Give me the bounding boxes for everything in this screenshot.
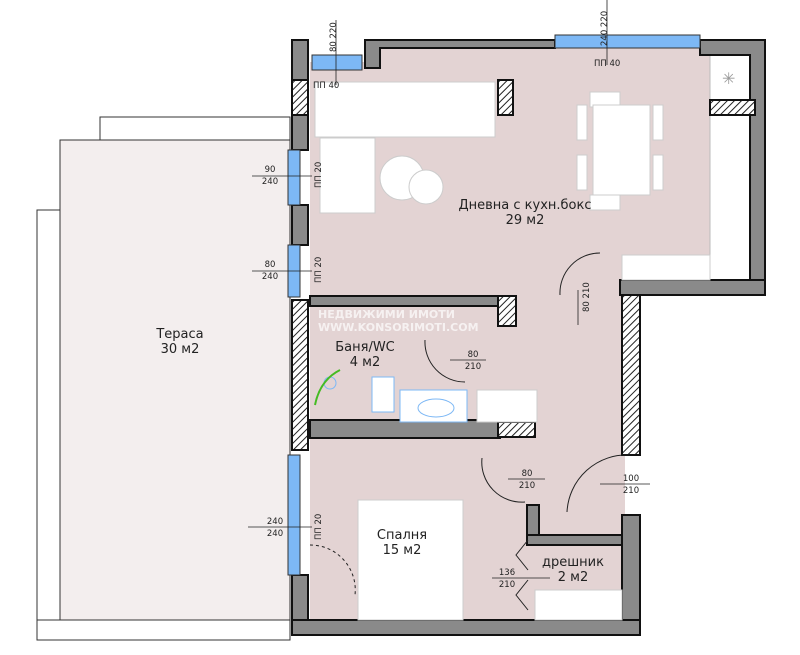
plant-icon [314,369,341,406]
sill-label: ПП 20 [314,161,324,188]
washing-machine [476,389,538,423]
window-dim-top-left: 80 220 [329,22,339,52]
room-name: Тераса [156,327,204,342]
room-name: дрешник [542,555,604,570]
watermark-line: НЕДВИЖИМИ ИМОТИ [318,308,455,321]
terrace [36,116,291,641]
doors[interactable] [309,252,631,611]
sill-label: ПП 40 [594,59,621,69]
sill-label: ПП 40 [313,81,340,91]
room-area: 15 м2 [382,543,422,558]
dimension-lines [248,0,650,579]
toilet [371,376,395,413]
door-dim-living: 80 210 [582,282,592,312]
room-area: 29 м2 [505,213,545,228]
sill-label: ПП 20 [314,513,324,540]
room-area: 30 м2 [160,342,200,357]
walls [291,39,766,636]
room-name: Баня/WC [335,340,395,355]
room-name: Спалня [376,528,428,543]
furniture [314,81,711,621]
room-area: 2 м2 [557,570,589,585]
watermark: НЕДВИЖИМИ ИМОТИ WWW.KONSORIMOTI.COM [318,308,479,334]
sill-label: ПП 20 [314,256,324,283]
dining-table [592,104,651,196]
window-dim-top-right: 240 220 [600,10,610,46]
sofa [314,81,496,138]
watermark-line: WWW.KONSORIMOTI.COM [318,321,479,334]
room-area: 4 м2 [349,355,381,370]
sofa-chaise [319,137,376,214]
extractor-icon: ✳ [722,69,735,88]
room-label-terrace: Тераса 30 м2 [130,327,230,357]
room-name: Дневна с кухн.бокс [458,198,592,213]
room-label-living: Дневна с кухн.бокс 29 м2 [455,198,595,228]
room-label-bathroom: Баня/WC 4 м2 [325,340,405,370]
bed [357,499,464,621]
room-label-closet: дрешник 2 м2 [533,555,613,585]
room-label-bedroom: Спалня 15 м2 [362,528,442,558]
